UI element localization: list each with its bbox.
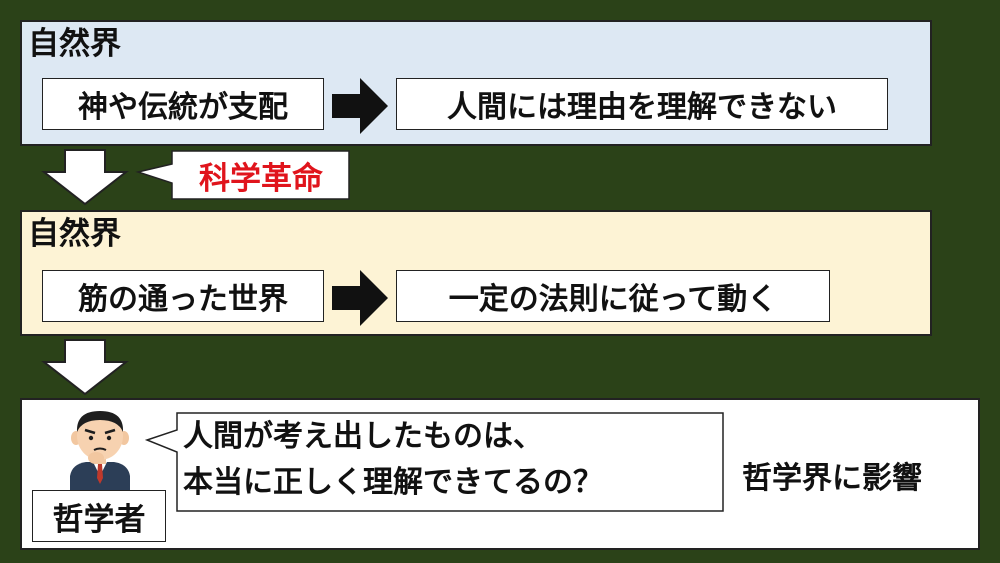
arrow-down-icon	[41, 149, 129, 206]
panel-nature-before: 自然界 神や伝統が支配 人間には理由を理解できない	[20, 20, 932, 146]
panel1-to-box: 人間には理由を理解できない	[396, 78, 888, 130]
panel1-from-box: 神や伝統が支配	[42, 78, 324, 130]
speech-line-2: 本当に正しく理解できてるの？	[183, 465, 603, 500]
arrow-right-icon	[332, 270, 388, 326]
arrow-right-icon	[332, 78, 388, 134]
arrow-down-icon	[41, 339, 129, 396]
callout-shape	[135, 150, 350, 200]
speech-text: 人間が考え出したものは、 本当に正しく理解できてるの？	[183, 414, 719, 506]
influence-text: 哲学界に影響	[742, 461, 922, 496]
panel2-from-box: 筋の通った世界	[42, 270, 324, 322]
panel2-to-box: 一定の法則に従って動く	[396, 270, 830, 322]
panel1-title: 自然界	[28, 26, 121, 62]
speech-bubble: 人間が考え出したものは、 本当に正しく理解できてるの？	[145, 412, 725, 512]
panel-nature-after: 自然界 筋の通った世界 一定の法則に従って動く	[20, 210, 932, 336]
speech-bubble-shape	[145, 412, 724, 512]
person-icon	[70, 411, 130, 494]
revolution-label-text: 科学革命	[199, 160, 323, 197]
revolution-callout: 科学革命	[134, 150, 350, 200]
speech-line-1: 人間が考え出したものは、	[183, 419, 543, 454]
panel2-title: 自然界	[28, 216, 121, 252]
philosopher-label: 哲学者	[32, 490, 166, 542]
